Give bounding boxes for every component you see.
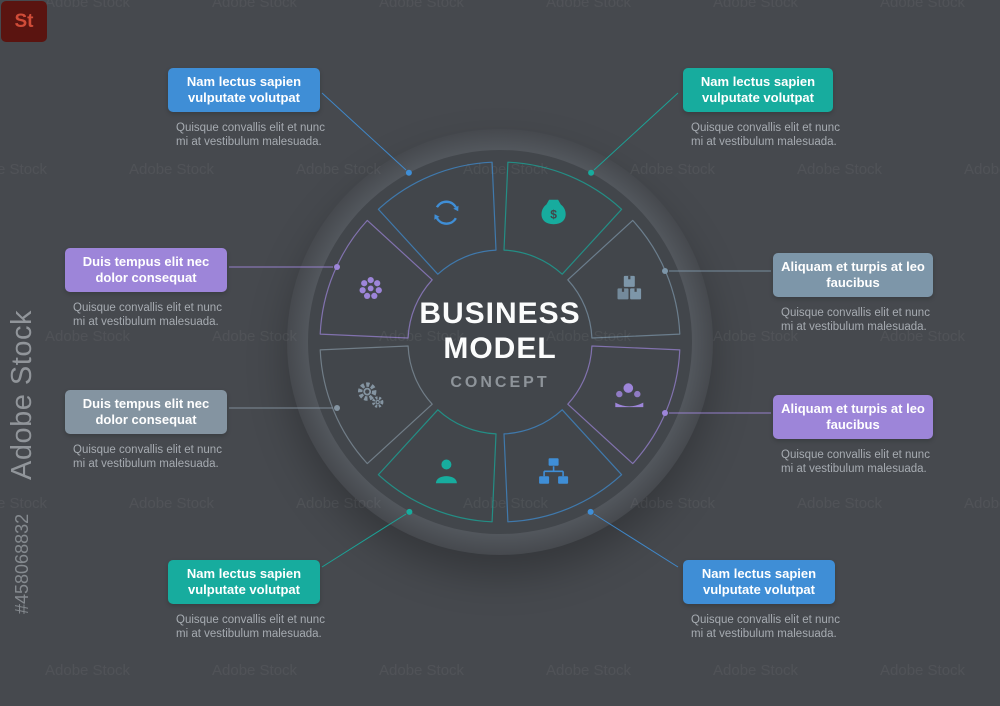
callout-top-left: Nam lectus sapien vulputate volutpat Qui… [168,68,325,149]
callout-description: Quisque convallis elit et nunc mi at ves… [73,302,222,328]
callout-right-upper: Aliquam et turpis at leo faucibus Quisqu… [773,253,933,334]
watermark-tile: Adobe Stock [45,0,131,11]
callout-description: Quisque convallis elit et nunc mi at ves… [73,444,222,470]
watermark-tile: Adobe Stock [630,161,716,178]
watermark-brand-text: Adobe Stock [6,310,38,480]
callout-label: Duis tempus elit nec dolor consequat [65,248,227,292]
watermark-tile: Adobe Stock [797,161,883,178]
callout-description: Quisque convallis elit et nunc mi at ves… [781,449,930,475]
watermark-tile: Adobe Stock [964,161,1000,178]
callout-bottom-right: Nam lectus sapien vulputate volutpat Qui… [683,560,840,641]
watermark-tile: Adobe Stock [0,495,48,512]
watermark-tile: Adobe Stock [964,495,1000,512]
callout-label: Nam lectus sapien vulputate volutpat [168,560,320,604]
callout-label: Nam lectus sapien vulputate volutpat [683,68,833,112]
adobe-stock-logo-text: St [14,10,34,32]
callout-label: Nam lectus sapien vulputate volutpat [168,68,320,112]
watermark-tile: Adobe Stock [212,662,298,679]
callout-left-upper: Duis tempus elit nec dolor consequat Qui… [65,248,227,329]
callout-bottom-left: Nam lectus sapien vulputate volutpat Qui… [168,560,325,641]
watermark-tile: Adobe Stock [379,662,465,679]
diagram-title: BUSINESS MODEL CONCEPT [350,296,650,392]
watermark-tile: Adobe Stock [0,161,48,178]
watermark-tile: Adobe Stock [212,0,298,11]
watermark-tile: Adobe Stock [546,0,632,11]
callout-label: Nam lectus sapien vulputate volutpat [683,560,835,604]
title-line1: BUSINESS [419,297,581,330]
watermark-tile: Adobe Stock [713,0,799,11]
callout-label: Duis tempus elit nec dolor consequat [65,390,227,434]
callout-description: Quisque convallis elit et nunc mi at ves… [781,307,930,333]
watermark-tile: Adobe Stock [546,662,632,679]
title-line2: MODEL [443,332,557,365]
callout-description: Quisque convallis elit et nunc mi at ves… [176,614,325,640]
watermark-tile: Adobe Stock [880,0,966,11]
callout-description: Quisque convallis elit et nunc mi at ves… [691,122,840,148]
adobe-stock-logo: St [1,1,47,42]
watermark-tile: Adobe Stock [713,662,799,679]
watermark-tile: Adobe Stock [129,495,215,512]
callout-description: Quisque convallis elit et nunc mi at ves… [691,614,840,640]
callout-left-lower: Duis tempus elit nec dolor consequat Qui… [65,390,227,471]
watermark-tile: Adobe Stock [379,0,465,11]
callout-description: Quisque convallis elit et nunc mi at ves… [176,122,325,148]
watermark-tile: Adobe Stock [45,662,131,679]
main-circle [308,150,692,534]
watermark-tile: Adobe Stock [880,662,966,679]
callout-label: Aliquam et turpis at leo faucibus [773,395,933,439]
watermark-tile: Adobe Stock [45,328,131,345]
callout-label: Aliquam et turpis at leo faucibus [773,253,933,297]
title-subtitle: CONCEPT [450,374,550,391]
watermark-id-text: #458068832 [12,513,32,614]
callout-top-right: Nam lectus sapien vulputate volutpat Qui… [683,68,840,149]
watermark-tile: Adobe Stock [212,328,298,345]
watermark-tile: Adobe Stock [129,161,215,178]
watermark-tile: Adobe Stock [797,495,883,512]
callout-right-lower: Aliquam et turpis at leo faucibus Quisqu… [773,395,933,476]
